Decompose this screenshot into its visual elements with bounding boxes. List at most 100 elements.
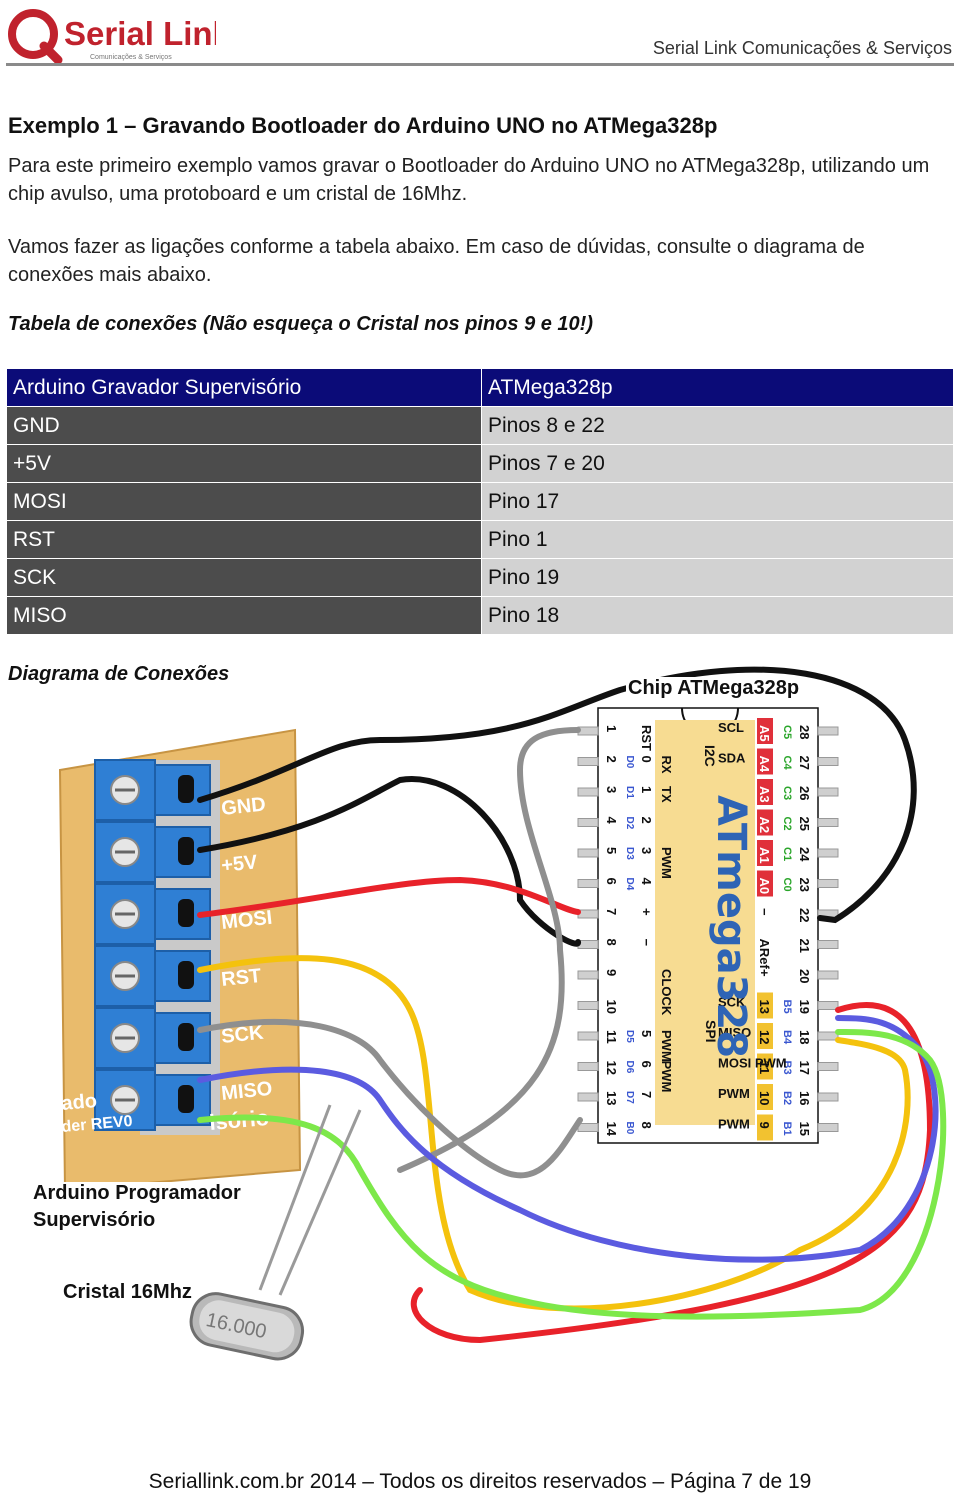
pin-number: 27 — [797, 756, 812, 770]
pin-number: 6 — [604, 878, 619, 885]
chip-pin — [577, 1062, 599, 1071]
gray-wire — [197, 1018, 583, 1179]
pin-number: 2 — [604, 756, 619, 763]
page-footer: Seriallink.com.br 2014 – Todos os direit… — [148, 1470, 812, 1493]
table-caption: Tabela de conexões (Não esqueça o Crista… — [8, 313, 593, 335]
red-wire — [197, 876, 581, 918]
table-header-cell: Arduino Gravador Supervisório — [6, 368, 482, 407]
pin-highlight — [757, 809, 773, 836]
port-label: D5 — [624, 1030, 635, 1043]
table-row: MOSI Pino 17 — [6, 482, 954, 521]
table-cell: +5V — [6, 444, 482, 483]
socket-hole — [178, 961, 194, 989]
pin-function: + — [639, 908, 654, 916]
pin-function: RST — [639, 725, 654, 751]
chip-pin — [817, 970, 839, 980]
pin-number: 15 — [797, 1122, 812, 1136]
pin-function: A1 — [757, 847, 772, 864]
table-cell: Pino 17 — [481, 482, 954, 521]
port-label: B0 — [624, 1122, 635, 1135]
chip-pin — [577, 818, 599, 827]
chip-pin — [817, 787, 839, 797]
table-cell: Pinos 8 e 22 — [481, 406, 954, 445]
intro-paragraph: Para este primeiro exemplo vamos gravar … — [8, 155, 930, 205]
pin-number: 12 — [604, 1061, 619, 1075]
socket-hole — [178, 899, 194, 927]
table-row: GND Pinos 8 e 22 — [6, 406, 954, 445]
pin-function: 11 — [757, 1061, 772, 1075]
chip-pin — [577, 1123, 599, 1132]
table-row: SCK Pino 19 — [6, 558, 954, 597]
pin-number: 7 — [604, 908, 619, 915]
section-title: Exemplo 1 – Gravando Bootloader do Ardui… — [8, 113, 718, 138]
port-label: D7 — [624, 1091, 635, 1104]
pin-number: 21 — [797, 939, 812, 953]
chip-pin — [577, 879, 599, 888]
pin-extra: TX — [659, 786, 674, 803]
socket-hole — [178, 775, 194, 803]
port-label: D2 — [624, 817, 635, 830]
chip-pin — [817, 848, 839, 858]
port-label: C2 — [781, 817, 793, 831]
table-cell: RST — [6, 520, 482, 559]
chip-pin — [577, 1092, 599, 1102]
gray-wire — [397, 727, 581, 1173]
pin-highlight — [757, 870, 773, 897]
chip-pin — [817, 940, 839, 949]
pin-highlight — [757, 1053, 773, 1080]
chip-pin — [577, 848, 599, 858]
pin-highlight — [757, 779, 773, 805]
pin-function: − — [757, 908, 772, 916]
crystal-label: Cristal 16Mhz — [61, 1281, 194, 1304]
table-row: +5V Pinos 7 e 20 — [6, 444, 954, 483]
table-cell: Pinos 7 e 20 — [481, 444, 954, 483]
port-label: C1 — [781, 847, 793, 861]
header-divider — [6, 63, 954, 66]
table-header-cell: ATMega328p — [481, 368, 954, 407]
chip-pin — [577, 757, 599, 766]
pin-function: + — [757, 969, 772, 977]
pin-function: 3 — [639, 847, 654, 854]
pin-extra: MOSI PWM — [718, 1056, 787, 1071]
terminal-label: RST — [220, 965, 262, 991]
pin-number: 1 — [604, 725, 619, 732]
port-label: D6 — [624, 1061, 635, 1074]
pin-extra: SDA — [718, 751, 746, 766]
i2c-label: I2C — [702, 745, 718, 767]
table-row: RST Pino 1 — [6, 520, 954, 559]
port-label: D4 — [624, 878, 635, 891]
pin-number: 5 — [604, 847, 619, 854]
port-label: C4 — [781, 756, 793, 771]
pin-function: 0 — [639, 756, 654, 763]
pin-number: 14 — [604, 1122, 619, 1137]
pin-function: A3 — [757, 786, 772, 803]
chip-pin — [817, 757, 839, 766]
socket-hole — [178, 837, 194, 865]
board-label-line2: Supervisório — [31, 1209, 158, 1232]
chip-pin — [817, 1092, 839, 1102]
pin-function: 12 — [757, 1030, 772, 1044]
port-label: D3 — [624, 847, 635, 860]
pin-highlight — [757, 748, 773, 775]
pin-function: 8 — [639, 1122, 654, 1129]
chip-pin — [577, 970, 599, 980]
pin-number: 9 — [604, 969, 619, 976]
pin-number: 19 — [797, 1000, 812, 1014]
terminal-label: GND — [220, 793, 267, 820]
pin-function: A2 — [757, 817, 772, 834]
pin-number: 16 — [797, 1091, 812, 1105]
pin-function: − — [639, 939, 654, 947]
terminal-socket — [154, 1074, 211, 1126]
terminal-housing — [94, 1007, 156, 1069]
table-row: MISO Pino 18 — [6, 596, 954, 635]
pin-number: 26 — [797, 786, 812, 800]
board-text: der REV0 — [61, 1113, 133, 1136]
table-cell: MOSI — [6, 482, 482, 521]
chip-name: ATmega328 — [708, 795, 754, 1058]
pin-extra: PWM — [659, 1030, 674, 1062]
pin-number: 13 — [604, 1091, 619, 1105]
wires — [197, 666, 947, 1344]
